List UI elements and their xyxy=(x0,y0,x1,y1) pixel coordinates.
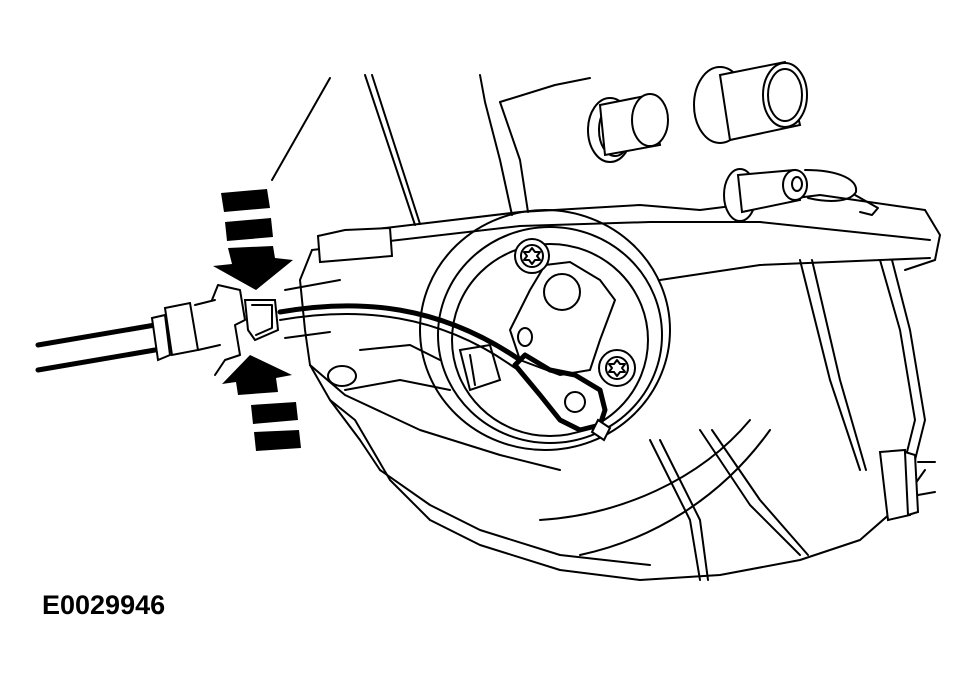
electrical-connector xyxy=(35,284,280,376)
leader-line xyxy=(271,77,331,181)
sensor-cable xyxy=(277,303,523,369)
press-arrow-down xyxy=(213,189,293,290)
torx-screw-lower xyxy=(598,349,636,387)
cable-plug-right xyxy=(878,448,936,522)
figure-id-label: E0029946 xyxy=(42,590,166,620)
sensor-disc xyxy=(419,209,671,451)
press-arrow-up xyxy=(222,355,301,451)
coolant-pipes xyxy=(587,60,879,222)
support-arm xyxy=(284,226,451,391)
torx-screw-upper xyxy=(514,238,550,274)
ring-terminal xyxy=(512,352,612,442)
